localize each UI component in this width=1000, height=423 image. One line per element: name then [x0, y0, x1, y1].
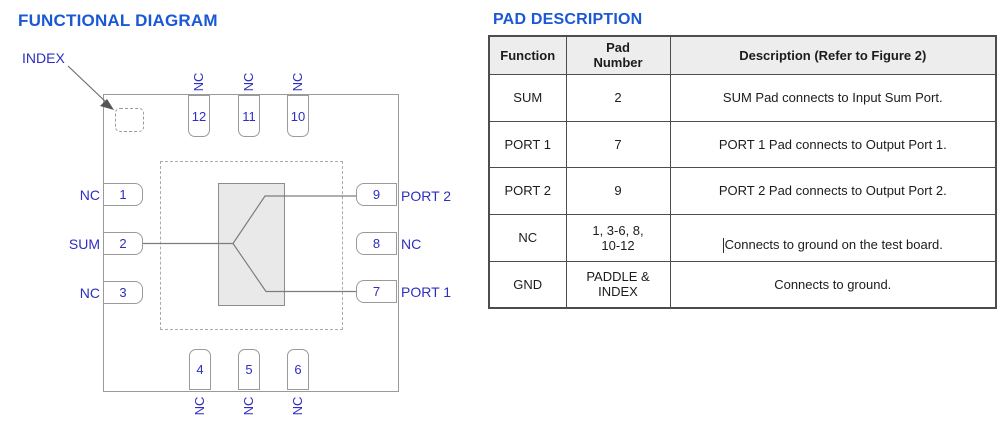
- pin-number: 10: [290, 108, 306, 124]
- cell-function: NC: [488, 213, 567, 262]
- cell-description: Connects to ground.: [669, 260, 997, 309]
- pin-label-9: PORT 2: [401, 188, 452, 204]
- cell-pad-number: 7: [565, 120, 671, 168]
- pad-description-table: Function Pad Number Description (Refer t…: [488, 35, 997, 309]
- index-pad: [115, 108, 144, 132]
- pin-box-8: 8: [356, 232, 397, 255]
- table-row: PORT 2 9 PORT 2 Pad connects to Output P…: [488, 166, 997, 215]
- cell-description: SUM Pad connects to Input Sum Port.: [669, 73, 997, 122]
- cell-description: Connects to ground on the test board.: [669, 213, 997, 262]
- pin-number: 12: [191, 108, 207, 124]
- pin-number: 4: [196, 362, 204, 377]
- table-header-row: Function Pad Number Description (Refer t…: [488, 35, 997, 75]
- pin-box-5: 5: [238, 349, 260, 390]
- splitter-block: [218, 183, 285, 306]
- pin-label-3: NC: [79, 285, 100, 301]
- pin-box-4: 4: [189, 349, 211, 390]
- functional-diagram-title: FUNCTIONAL DIAGRAM: [18, 11, 218, 30]
- cell-pad-number: 9: [565, 166, 671, 215]
- pin-box-12: 12: [188, 95, 210, 137]
- header-function: Function: [488, 35, 567, 75]
- table-row: NC 1, 3-6, 8, 10-12 Connects to ground o…: [488, 213, 997, 262]
- pin-label-5: NC: [241, 396, 256, 416]
- pin-label-2: SUM: [68, 236, 100, 252]
- table-row: PORT 1 7 PORT 1 Pad connects to Output P…: [488, 120, 997, 168]
- pin-box-11: 11: [238, 95, 260, 137]
- pin-box-1: 1: [103, 183, 143, 206]
- cell-description-text: Connects to ground on the test board.: [724, 236, 943, 252]
- pin-box-3: 3: [103, 281, 143, 304]
- header-description: Description (Refer to Figure 2): [669, 35, 997, 75]
- cell-pad-number: 2: [565, 73, 671, 122]
- pin-label-7: PORT 1: [401, 284, 452, 300]
- cell-pad-number: 1, 3-6, 8, 10-12: [565, 213, 671, 262]
- pin-label-4: NC: [192, 396, 207, 416]
- pin-number: 1: [119, 187, 127, 202]
- cell-description: PORT 2 Pad connects to Output Port 2.: [669, 166, 997, 215]
- cell-pad-number: PADDLE & INDEX: [565, 260, 671, 309]
- pin-number: 11: [242, 108, 256, 124]
- pin-label-1: NC: [79, 187, 100, 203]
- header-pad-number: Pad Number: [565, 35, 671, 75]
- pin-box-2: 2: [103, 232, 143, 255]
- pin-number: 8: [372, 236, 381, 251]
- pin-label-6: NC: [290, 396, 305, 416]
- pin-label-11: NC: [241, 72, 256, 92]
- cell-description: PORT 1 Pad connects to Output Port 1.: [669, 120, 997, 168]
- pin-number: 2: [119, 236, 127, 251]
- table-row: GND PADDLE & INDEX Connects to ground.: [488, 260, 997, 309]
- index-label: INDEX: [22, 50, 65, 66]
- pin-number: 7: [372, 284, 381, 299]
- text-cursor: [722, 238, 724, 254]
- pin-label-12: NC: [191, 72, 206, 92]
- cell-function: GND: [488, 260, 567, 309]
- pin-number: 9: [372, 187, 381, 202]
- pin-box-9: 9: [356, 183, 397, 206]
- pin-label-8: NC: [401, 236, 422, 252]
- cell-function: SUM: [488, 73, 567, 122]
- pin-number: 5: [245, 362, 253, 377]
- pin-number: 3: [119, 285, 127, 300]
- cell-function: PORT 2: [488, 166, 567, 215]
- pin-box-10: 10: [287, 95, 309, 137]
- pin-box-6: 6: [287, 349, 309, 390]
- pin-box-7: 7: [356, 280, 397, 303]
- cell-function: PORT 1: [488, 120, 567, 168]
- pin-number: 6: [294, 362, 302, 377]
- table-row: SUM 2 SUM Pad connects to Input Sum Port…: [488, 73, 997, 122]
- pad-description-title: PAD DESCRIPTION: [493, 11, 643, 28]
- pin-label-10: NC: [290, 72, 305, 92]
